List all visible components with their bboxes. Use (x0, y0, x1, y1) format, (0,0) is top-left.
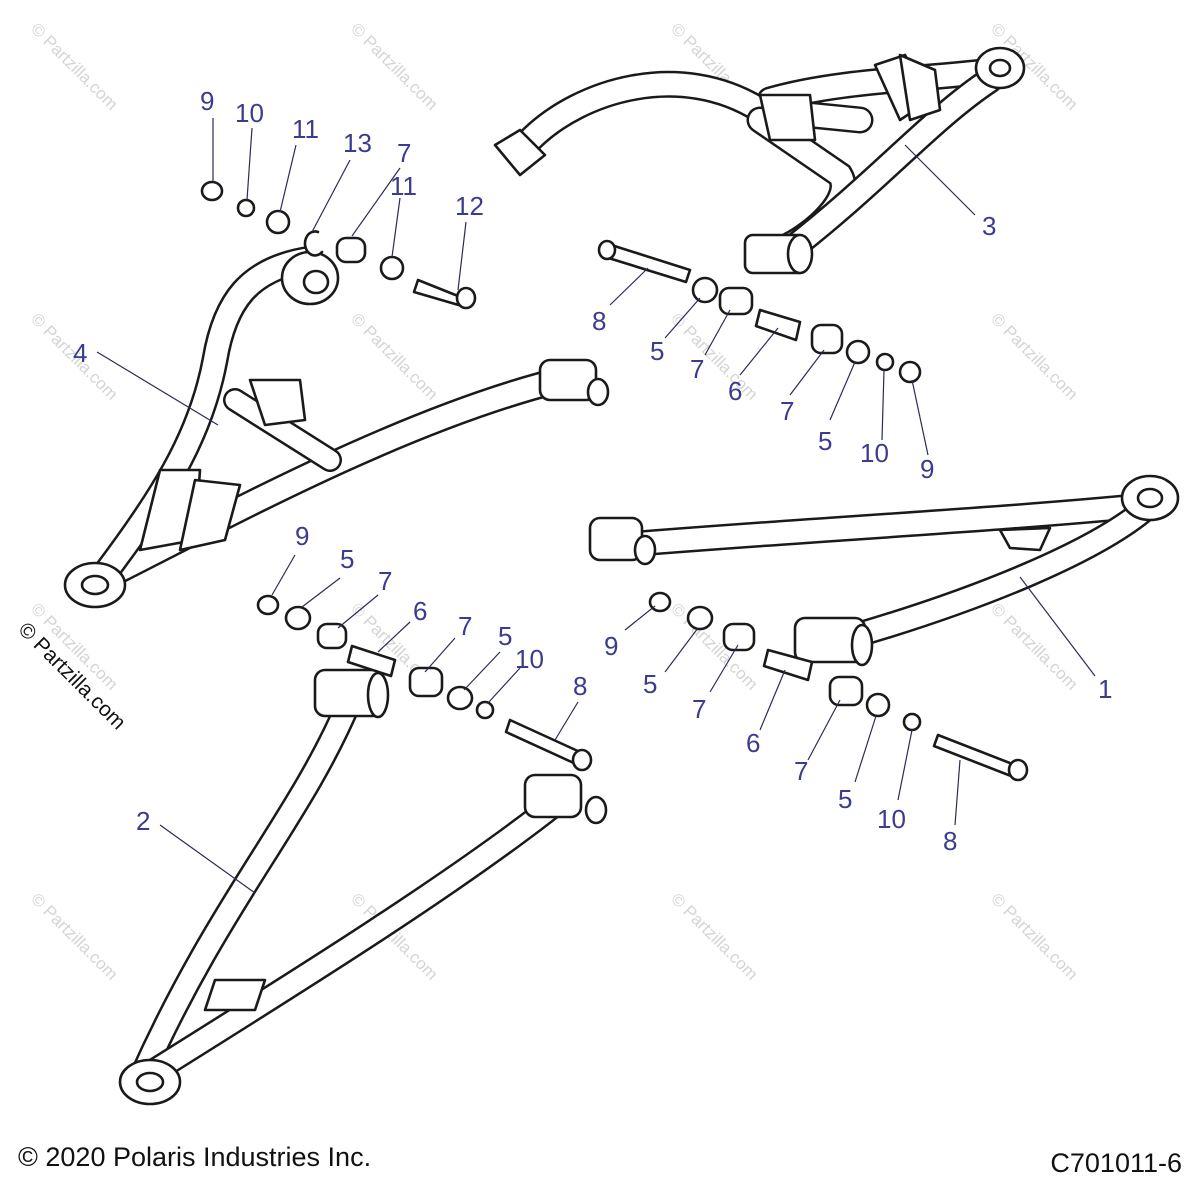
callout-12: 12 (455, 191, 484, 221)
a-arm-3 (493, 46, 1026, 275)
watermark: © Partzilla.com (27, 889, 121, 983)
hardware-lower-left (256, 594, 593, 772)
a-arm-2 (118, 668, 608, 1106)
callout-7: 7 (458, 611, 472, 641)
copyright-notice: © 2020 Polaris Industries Inc. (18, 1142, 372, 1172)
a-arm-4 (63, 246, 610, 609)
watermark: © Partzilla.com (987, 889, 1081, 983)
callout-7: 7 (692, 694, 706, 724)
callout-5: 5 (643, 669, 657, 699)
callout-10: 10 (860, 438, 889, 468)
callout-1: 1 (1098, 674, 1112, 704)
callout-10: 10 (877, 804, 906, 834)
a-arm-1 (588, 474, 1180, 667)
callout-6: 6 (728, 376, 742, 406)
callout-5: 5 (650, 336, 664, 366)
callout-layer: 1 2 3 4 9 10 11 13 7 11 12 8 5 7 6 7 5 1… (73, 86, 1112, 856)
callout-6: 6 (413, 596, 427, 626)
hardware-lower-right (648, 591, 1029, 782)
watermark: © Partzilla.com (987, 309, 1081, 403)
callout-7: 7 (780, 396, 794, 426)
callout-9: 9 (295, 521, 309, 551)
callout-9: 9 (200, 86, 214, 116)
callout-10: 10 (235, 98, 264, 128)
callout-9: 9 (920, 454, 934, 484)
watermark: © Partzilla.com (347, 19, 441, 113)
watermark: © Partzilla.com (987, 599, 1081, 693)
callout-8: 8 (943, 826, 957, 856)
watermark: © Partzilla.com (27, 19, 121, 113)
leader-lines (96, 118, 1096, 894)
diagram-id: C701011-6 (1050, 1148, 1182, 1178)
callout-11: 11 (292, 114, 319, 144)
watermark: © Partzilla.com (667, 889, 761, 983)
callout-7: 7 (378, 566, 392, 596)
callout-5: 5 (838, 784, 852, 814)
watermark: © Partzilla.com (347, 309, 441, 403)
callout-7: 7 (690, 354, 704, 384)
hardware-upper-left (200, 180, 477, 310)
callout-8: 8 (592, 306, 606, 336)
callout-4: 4 (73, 338, 87, 368)
watermark: © Partzilla.com (667, 309, 761, 403)
callout-7: 7 (397, 138, 411, 168)
callout-5: 5 (340, 544, 354, 574)
callout-10: 10 (515, 644, 544, 674)
callout-7: 7 (794, 756, 808, 786)
callout-5: 5 (498, 621, 512, 651)
hardware-upper-right (597, 239, 922, 384)
callout-11: 11 (390, 171, 417, 201)
callout-9: 9 (604, 631, 618, 661)
callout-13: 13 (343, 128, 372, 158)
callout-8: 8 (573, 671, 587, 701)
callout-5: 5 (818, 426, 832, 456)
callout-2: 2 (136, 806, 150, 836)
callout-6: 6 (746, 728, 760, 758)
callout-3: 3 (982, 211, 996, 241)
